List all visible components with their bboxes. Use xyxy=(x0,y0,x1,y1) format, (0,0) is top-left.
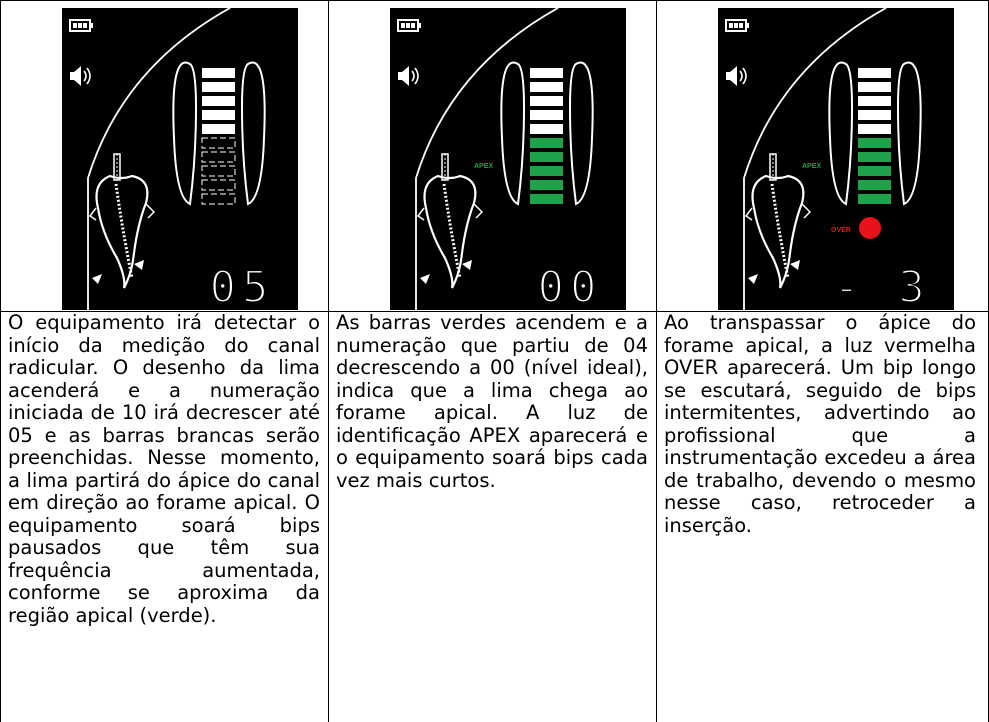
level-bar xyxy=(858,110,891,120)
level-bar xyxy=(530,68,563,78)
level-bar xyxy=(530,96,563,106)
level-bar xyxy=(530,82,563,92)
speaker-icon xyxy=(398,66,419,86)
level-bar xyxy=(858,152,891,162)
screen-arc xyxy=(415,8,559,310)
level-bar xyxy=(201,151,236,163)
over-indicator: OVER xyxy=(831,227,851,234)
level-bar xyxy=(530,152,563,162)
level-bar xyxy=(202,110,235,120)
scale-outline-left xyxy=(500,61,526,206)
level-bar xyxy=(530,166,563,176)
level-bar xyxy=(858,166,891,176)
device-screen-1: 05 xyxy=(62,8,298,310)
screen-graphic-3: APEX OVER - 3 xyxy=(725,8,930,310)
level-bar xyxy=(202,96,235,106)
table-row-divider xyxy=(0,311,989,312)
screen-graphic-2: APEX 00 xyxy=(397,8,603,310)
level-bar xyxy=(858,138,891,148)
apex-indicator: APEX xyxy=(802,163,821,170)
level-bars xyxy=(201,68,236,205)
panel-description-1: O equipamento irá detectar o início da m… xyxy=(8,311,320,627)
level-bar xyxy=(201,193,236,205)
scale-outline-left xyxy=(828,61,854,206)
level-bar xyxy=(201,165,236,177)
file-tooth-icon xyxy=(416,153,484,289)
battery-icon xyxy=(725,19,749,32)
level-bar xyxy=(530,124,563,134)
level-bar xyxy=(530,180,563,190)
level-bars xyxy=(858,68,891,204)
table-border-top xyxy=(0,0,989,1)
level-bar xyxy=(858,180,891,190)
level-bar xyxy=(858,68,891,78)
device-screen-2: APEX 00 xyxy=(390,8,626,310)
screen-arc xyxy=(87,8,231,310)
panel-description-2: As barras verdes acendem e a numeração q… xyxy=(336,311,648,492)
level-bar xyxy=(858,96,891,106)
speaker-icon xyxy=(70,66,91,86)
distance-readout: 00 xyxy=(538,262,603,310)
level-bar xyxy=(202,124,235,134)
screen-arc xyxy=(743,8,887,310)
device-screen-3: APEX OVER - 3 xyxy=(718,8,954,310)
level-bars xyxy=(530,68,563,204)
level-bar xyxy=(201,137,236,149)
level-bar xyxy=(858,194,891,204)
level-bar xyxy=(201,179,236,191)
over-light xyxy=(226,217,248,239)
level-bar xyxy=(858,82,891,92)
panel-description-3: Ao transpassar o ápice do forame apical,… xyxy=(664,311,976,537)
level-bar xyxy=(858,124,891,134)
battery-icon xyxy=(397,19,421,32)
distance-readout: 05 xyxy=(210,262,275,310)
scale-outline-right xyxy=(896,61,922,206)
table-border-1 xyxy=(328,0,329,722)
file-tooth-icon xyxy=(744,153,812,289)
distance-readout: - 3 xyxy=(833,262,930,310)
table-border-left xyxy=(0,0,1,722)
scale-outline-left xyxy=(172,61,198,206)
apex-indicator: APEX xyxy=(474,163,493,170)
scale-outline-right xyxy=(568,61,594,206)
scale-outline-right xyxy=(240,61,266,206)
battery-icon xyxy=(69,19,93,32)
level-bar xyxy=(530,194,563,204)
screen-graphic-1: 05 xyxy=(69,8,275,310)
level-bar xyxy=(202,68,235,78)
over-light xyxy=(859,217,881,239)
level-bar xyxy=(202,82,235,92)
over-light xyxy=(554,217,576,239)
file-tooth-icon xyxy=(88,153,156,289)
level-bar xyxy=(530,110,563,120)
speaker-icon xyxy=(726,66,747,86)
table-border-2 xyxy=(656,0,657,722)
level-bar xyxy=(530,138,563,148)
